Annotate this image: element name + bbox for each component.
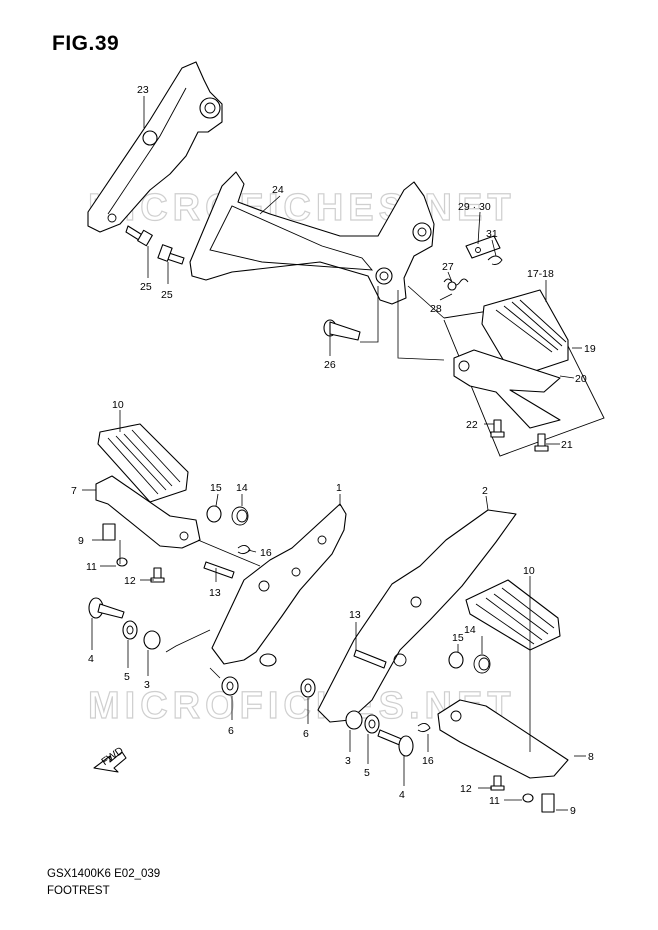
callout-12-left: 12 (124, 575, 136, 587)
part-9-bolt-right (541, 793, 555, 813)
callout-14-right: 14 (464, 624, 476, 636)
callout-7: 7 (71, 485, 77, 497)
part-10-rubber-left (97, 423, 189, 503)
callout-5-left: 5 (124, 671, 130, 683)
callout-4-right: 4 (399, 789, 405, 801)
callout-2: 2 (482, 485, 488, 497)
callout-17-18: 17-18 (527, 268, 554, 280)
leader-lines (82, 96, 586, 811)
callout-16-left: 16 (260, 547, 272, 559)
part-11-washer-left (116, 557, 128, 567)
callout-27: 27 (442, 261, 454, 273)
callout-5-right: 5 (364, 767, 370, 779)
part-21-screw (534, 433, 549, 452)
callout-28: 28 (430, 303, 442, 315)
part-4-bolt-left (88, 597, 125, 619)
part-3-collar-left (143, 630, 161, 650)
watermark-top: MICROFICHES.NET (88, 187, 516, 229)
part-6-washer-left (221, 676, 239, 696)
part-9-bolt-left (102, 523, 116, 541)
footer-model-code: GSX1400K6 E02_039 (47, 868, 161, 880)
callout-25b: 25 (161, 289, 173, 301)
callout-19: 19 (584, 343, 596, 355)
callout-13-right: 13 (349, 609, 361, 621)
part-7-footpeg-left (95, 475, 201, 549)
part-26-pin (323, 319, 361, 341)
callout-6-left: 6 (228, 725, 234, 737)
part-16-clip-left (237, 545, 251, 555)
callout-10-right: 10 (523, 565, 535, 577)
callout-1: 1 (336, 482, 342, 494)
callout-4-left: 4 (88, 653, 94, 665)
part-19-rubber (481, 289, 569, 379)
part-16-clip-right (417, 723, 431, 733)
callout-23: 23 (137, 84, 149, 96)
callout-21: 21 (561, 439, 573, 451)
callout-14-left: 14 (236, 482, 248, 494)
callout-13-left: 13 (209, 587, 221, 599)
part-3-collar-right (345, 710, 363, 730)
callout-3-right: 3 (345, 755, 351, 767)
part-10-rubber-right (465, 579, 561, 651)
callout-22: 22 (466, 419, 478, 431)
part-31-clip (487, 255, 503, 265)
part-15-cap-right (448, 651, 464, 669)
callout-11-left: 11 (86, 561, 97, 573)
part-4-bolt-right (377, 729, 414, 757)
callout-20: 20 (575, 373, 587, 385)
part-5-washer-right (364, 714, 380, 734)
callout-12-right: 12 (460, 783, 472, 795)
callout-31: 31 (486, 228, 498, 240)
part-14-spring-left (231, 506, 249, 526)
callout-11-right: 11 (489, 795, 500, 807)
callout-16-right: 16 (422, 755, 434, 767)
part-13-pin-right (353, 649, 387, 669)
part-15-cap-left (206, 505, 222, 523)
part-12-screw-right (490, 775, 505, 791)
part-22-screw (490, 419, 505, 438)
part-5-washer-left (122, 620, 138, 640)
fwd-arrow-icon: FWD (93, 744, 127, 773)
part-1-bracket (211, 503, 347, 667)
callout-8: 8 (588, 751, 594, 763)
callout-24: 24 (272, 184, 284, 196)
part-25-bolt-b (157, 244, 185, 265)
part-24-bracket (189, 171, 435, 305)
part-20-footpeg (453, 349, 561, 429)
part-6-washer-right (300, 678, 316, 698)
callout-9-left: 9 (78, 535, 84, 547)
part-23-bracket (87, 61, 223, 233)
callouts: 23 24 25 25 26 27 28 29 · 30 31 17-18 19… (71, 84, 596, 817)
callout-15-right: 15 (452, 632, 464, 644)
footer-section-name: FOOTREST (47, 885, 110, 897)
part-29-30-plate (465, 235, 501, 259)
callout-15-left: 15 (210, 482, 222, 494)
callout-26: 26 (324, 359, 336, 371)
callout-25a: 25 (140, 281, 152, 293)
part-25-bolt-a (125, 225, 153, 247)
callout-29-30: 29 · 30 (458, 201, 491, 213)
part-28-screw (447, 281, 457, 291)
callout-6-right: 6 (303, 728, 309, 740)
callout-10-left: 10 (112, 399, 124, 411)
callout-3-left: 3 (144, 679, 150, 691)
part-14-spring-right (473, 654, 491, 674)
part-13-pin-left (203, 561, 235, 579)
part-11-washer-right (522, 793, 534, 803)
part-8-footpeg-right (437, 699, 569, 779)
callout-9-right: 9 (570, 805, 576, 817)
figure-title: FIG.39 (52, 32, 120, 55)
